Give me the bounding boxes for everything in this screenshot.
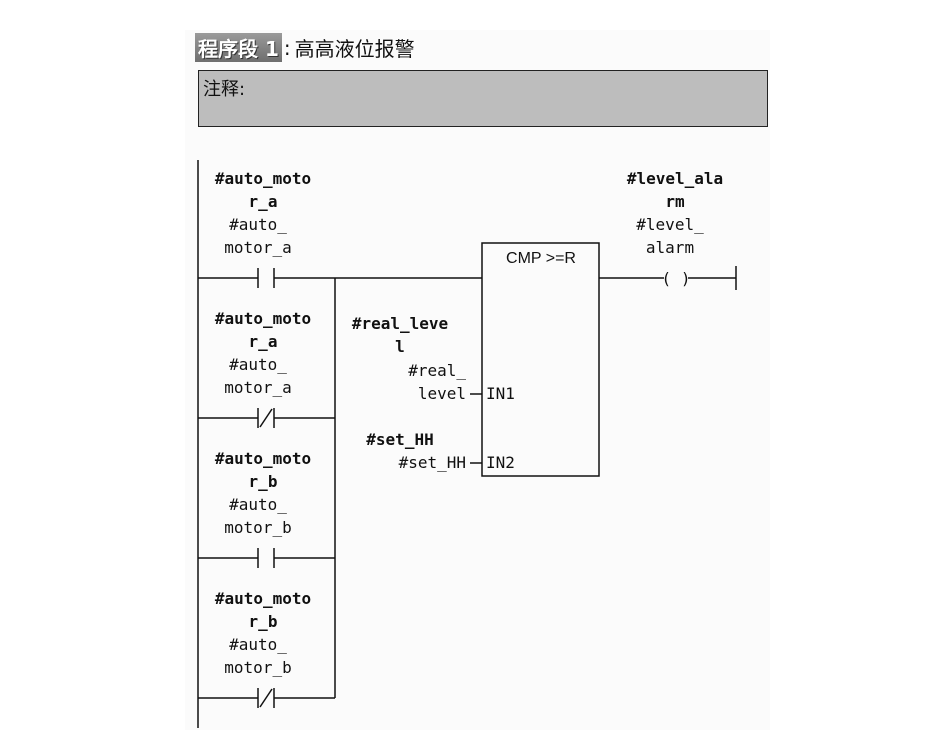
network-colon: : [283, 35, 291, 60]
contact-2-nc[interactable] [198, 408, 335, 428]
network-header: 程序段 1 : 高高液位报警 [195, 33, 415, 62]
contact-4-address-line1: #auto_ [229, 635, 287, 654]
contact-4-symbol-line1: #auto_moto [215, 589, 311, 608]
contact-3-address-line2: motor_b [224, 518, 291, 537]
contact-3-symbol-line1: #auto_moto [215, 449, 311, 468]
network-comment-box[interactable]: 注释: [198, 70, 768, 127]
contact-2-address-line1: #auto_ [229, 355, 287, 374]
contact-3-symbol-line2: r_b [249, 472, 278, 491]
coil-glyph[interactable]: ( ) [662, 269, 691, 288]
cmp-box[interactable] [481, 242, 600, 477]
cmp-in2-pin: IN2 [486, 453, 515, 472]
cmp-in1-pin: IN1 [486, 384, 515, 403]
network-title[interactable]: 高高液位报警 [294, 37, 415, 61]
cmp-box-name: CMP >=R [506, 250, 576, 267]
in1-address-line1[interactable]: #real_ [408, 361, 466, 380]
in1-symbol-line2: l [395, 337, 405, 356]
coil-symbol-line2: rm [665, 192, 685, 211]
editor-canvas [185, 30, 770, 730]
contact-4-nc[interactable] [198, 688, 335, 708]
contact-3-address-line1: #auto_ [229, 495, 287, 514]
contact-2-symbol-line1: #auto_moto [215, 309, 311, 328]
contact-4-address-line2: motor_b [224, 658, 291, 677]
contact-1-symbol-line1: #auto_moto [215, 169, 311, 188]
contact-2-symbol-line2: r_a [249, 332, 278, 351]
in1-address-line2[interactable]: level [418, 384, 466, 403]
in1-symbol-line1: #real_leve [352, 314, 448, 333]
in2-address[interactable]: #set_HH [399, 453, 466, 472]
contact-1-address-line2: motor_a [224, 238, 291, 257]
contact-1-symbol-line2: r_a [249, 192, 278, 211]
comment-label: 注释: [203, 79, 246, 100]
coil-symbol-line1: #level_ala [627, 169, 723, 188]
contact-4-symbol-line2: r_b [249, 612, 278, 631]
network-number[interactable]: 程序段 1 [195, 33, 282, 62]
in2-symbol: #set_HH [366, 430, 433, 449]
coil-address-line2: alarm [646, 238, 694, 257]
contact-3-no[interactable] [198, 548, 335, 568]
contact-1-no[interactable] [198, 268, 335, 288]
contact-2-address-line2: motor_a [224, 378, 291, 397]
contact-1-address-line1: #auto_ [229, 215, 287, 234]
coil-address-line1: #level_ [636, 215, 704, 234]
